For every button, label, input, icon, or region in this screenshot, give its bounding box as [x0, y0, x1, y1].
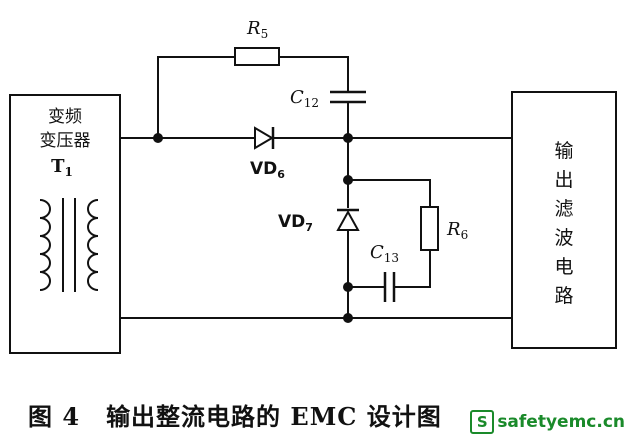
r5-wire	[157, 56, 235, 138]
vd6-diode	[254, 126, 275, 150]
watermark-text: safetyemc.cn	[497, 412, 625, 432]
figure-number: 图 4	[28, 402, 81, 431]
r6-upper-wire	[348, 179, 431, 207]
watermark-logo-icon: S	[470, 410, 495, 434]
filter-box	[511, 91, 617, 349]
r6-label: R6	[446, 219, 468, 242]
filter-char: 路	[554, 285, 573, 307]
junction-dot	[343, 175, 353, 185]
junction-dot	[153, 133, 163, 143]
c12-label: C12	[290, 87, 319, 110]
transformer-label-line1: 变频	[48, 107, 82, 127]
figure-title: 输出整流电路的 EMC 设计图	[106, 402, 442, 431]
filter-char: 滤	[554, 198, 573, 220]
r5-resistor	[234, 47, 280, 66]
transformer-id: T1	[51, 156, 73, 179]
vd7-diode	[336, 208, 360, 231]
watermark: S safetyemc.cn	[466, 408, 629, 436]
figure-caption: 图 4 输出整流电路的 EMC 设计图	[28, 397, 442, 432]
r5-c12-wire	[279, 56, 349, 92]
filter-char: 出	[554, 169, 573, 191]
vd6-label: VD6	[250, 159, 285, 181]
junction-dot	[343, 282, 353, 292]
primary-winding	[39, 199, 51, 291]
junction-dot	[343, 313, 353, 323]
r5-label: R5	[246, 18, 268, 41]
filter-char: 电	[554, 256, 573, 278]
filter-char: 输	[554, 140, 573, 162]
c13-label: C13	[370, 242, 399, 265]
r6-lower-wire	[394, 250, 431, 288]
junction-dot	[343, 133, 353, 143]
filter-char: 波	[554, 227, 573, 249]
transformer-box	[9, 94, 121, 354]
r6-resistor	[420, 206, 439, 251]
transformer-label-line2: 变压器	[40, 131, 91, 151]
secondary-winding	[87, 199, 99, 291]
vd7-label: VD7	[278, 212, 313, 234]
